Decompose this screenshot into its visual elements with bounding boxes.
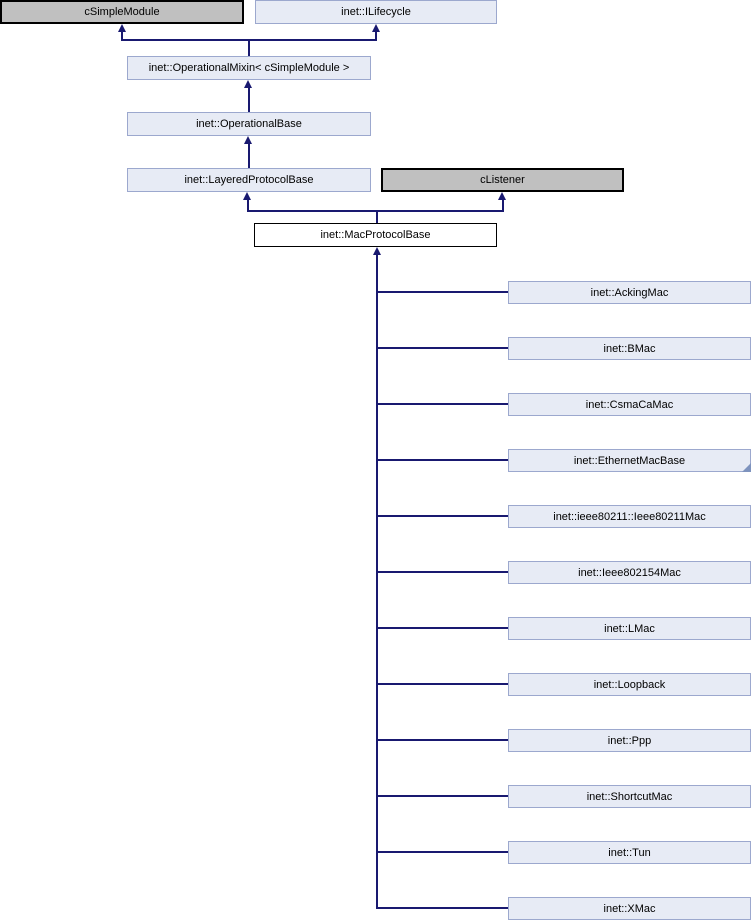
node-inet-ethernetmacbase[interactable]: inet::EthernetMacBase	[508, 449, 751, 472]
node-inet-xmac[interactable]: inet::XMac	[508, 897, 751, 920]
edge-branch-line	[376, 459, 508, 461]
inheritance-arrow-icon	[498, 192, 506, 200]
edge-line	[121, 39, 377, 41]
node-inet-ieee802154mac[interactable]: inet::Ieee802154Mac	[508, 561, 751, 584]
node-macprotocolbase: inet::MacProtocolBase	[254, 223, 497, 247]
node-inet-bmac[interactable]: inet::BMac	[508, 337, 751, 360]
edge-line	[247, 210, 504, 212]
edge-line	[376, 212, 378, 223]
edge-line	[375, 30, 377, 40]
node-csimplemodule: cSimpleModule	[0, 0, 244, 24]
inheritance-arrow-icon	[372, 24, 380, 32]
inheritance-arrow-icon	[244, 80, 252, 88]
has-subclasses-fold-icon	[742, 463, 751, 472]
node-inet-csmacamac[interactable]: inet::CsmaCaMac	[508, 393, 751, 416]
node-inet-shortcutmac[interactable]: inet::ShortcutMac	[508, 785, 751, 808]
node-inet-ieee80211mac[interactable]: inet::ieee80211::Ieee80211Mac	[508, 505, 751, 528]
node-inet-ackingmac[interactable]: inet::AckingMac	[508, 281, 751, 304]
edge-branch-line	[376, 515, 508, 517]
edge-line	[502, 199, 504, 211]
edge-line	[121, 30, 123, 40]
edge-branch-line	[376, 347, 508, 349]
edge-branch-line	[376, 291, 508, 293]
inheritance-arrow-icon	[373, 247, 381, 255]
node-ilifecycle[interactable]: inet::ILifecycle	[255, 0, 497, 24]
inheritance-arrow-icon	[244, 136, 252, 144]
node-inet-ppp[interactable]: inet::Ppp	[508, 729, 751, 752]
edge-branch-line	[376, 571, 508, 573]
node-layeredprotocolbase[interactable]: inet::LayeredProtocolBase	[127, 168, 371, 192]
node-operationalbase[interactable]: inet::OperationalBase	[127, 112, 371, 136]
node-inet-loopback[interactable]: inet::Loopback	[508, 673, 751, 696]
node-operationalmixin[interactable]: inet::OperationalMixin< cSimpleModule >	[127, 56, 371, 80]
edge-branch-line	[376, 403, 508, 405]
edge-line	[248, 41, 250, 56]
edge-line	[248, 87, 250, 112]
edge-branch-line	[376, 627, 508, 629]
edge-line	[247, 199, 249, 211]
edge-branch-line	[376, 907, 508, 909]
node-clistener: cListener	[381, 168, 624, 192]
inheritance-arrow-icon	[118, 24, 126, 32]
node-inet-lmac[interactable]: inet::LMac	[508, 617, 751, 640]
edge-line	[248, 143, 250, 168]
edge-branch-line	[376, 851, 508, 853]
inheritance-arrow-icon	[243, 192, 251, 200]
edge-branch-line	[376, 795, 508, 797]
edge-branch-line	[376, 739, 508, 741]
node-label: inet::EthernetMacBase	[573, 454, 686, 467]
node-inet-tun[interactable]: inet::Tun	[508, 841, 751, 864]
edge-trunk-line	[376, 254, 378, 909]
edge-branch-line	[376, 683, 508, 685]
